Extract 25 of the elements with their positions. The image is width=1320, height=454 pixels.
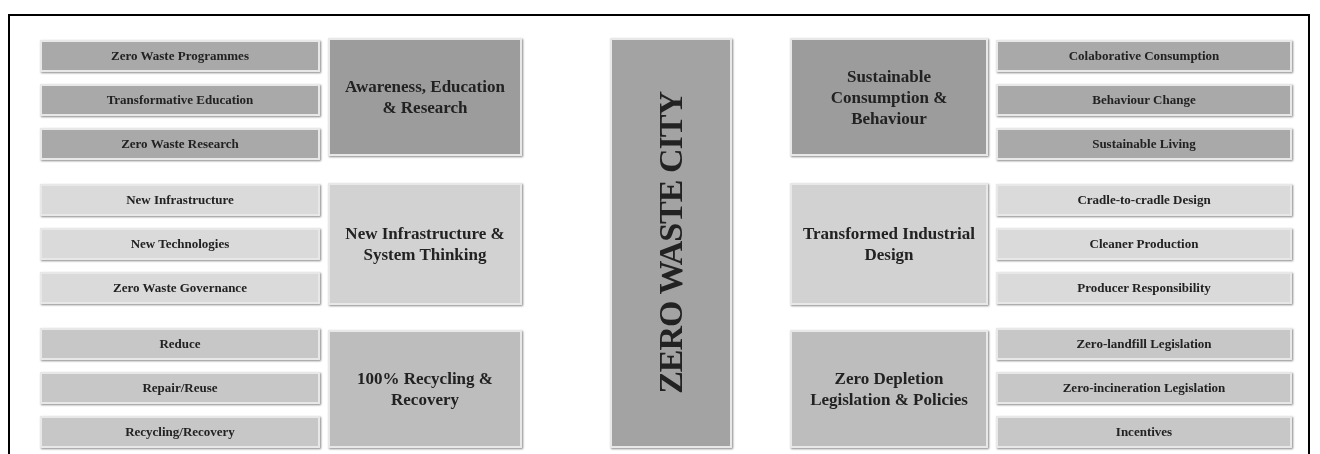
item-box: Zero Waste Governance [40, 272, 320, 304]
item-box: Zero Waste Programmes [40, 40, 320, 72]
item-box: Incentives [996, 416, 1292, 448]
category-box: 100% Recycling & Recovery [328, 330, 522, 448]
item-box: Zero-incineration Legislation [996, 372, 1292, 404]
item-box: Recycling/Recovery [40, 416, 320, 448]
item-box: Transformative Education [40, 84, 320, 116]
item-box: New Technologies [40, 228, 320, 260]
item-box: Sustainable Living [996, 128, 1292, 160]
category-box: Awareness, Education & Research [328, 38, 522, 156]
central-title-bar: ZERO WASTE CITY [610, 38, 732, 448]
item-box: Behaviour Change [996, 84, 1292, 116]
item-box: Reduce [40, 328, 320, 360]
item-box: Cleaner Production [996, 228, 1292, 260]
category-box: Transformed Industrial Design [790, 183, 988, 305]
item-box: New Infrastructure [40, 184, 320, 216]
item-box: Colaborative Consumption [996, 40, 1292, 72]
item-box: Zero-landfill Legislation [996, 328, 1292, 360]
category-box: Sustainable Consumption & Behaviour [790, 38, 988, 156]
category-box: New Infrastructure & System Thinking [328, 183, 522, 305]
item-box: Producer Responsibility [996, 272, 1292, 304]
item-box: Zero Waste Research [40, 128, 320, 160]
item-box: Repair/Reuse [40, 372, 320, 404]
item-box: Cradle-to-cradle Design [996, 184, 1292, 216]
category-box: Zero Depletion Legislation & Policies [790, 330, 988, 448]
